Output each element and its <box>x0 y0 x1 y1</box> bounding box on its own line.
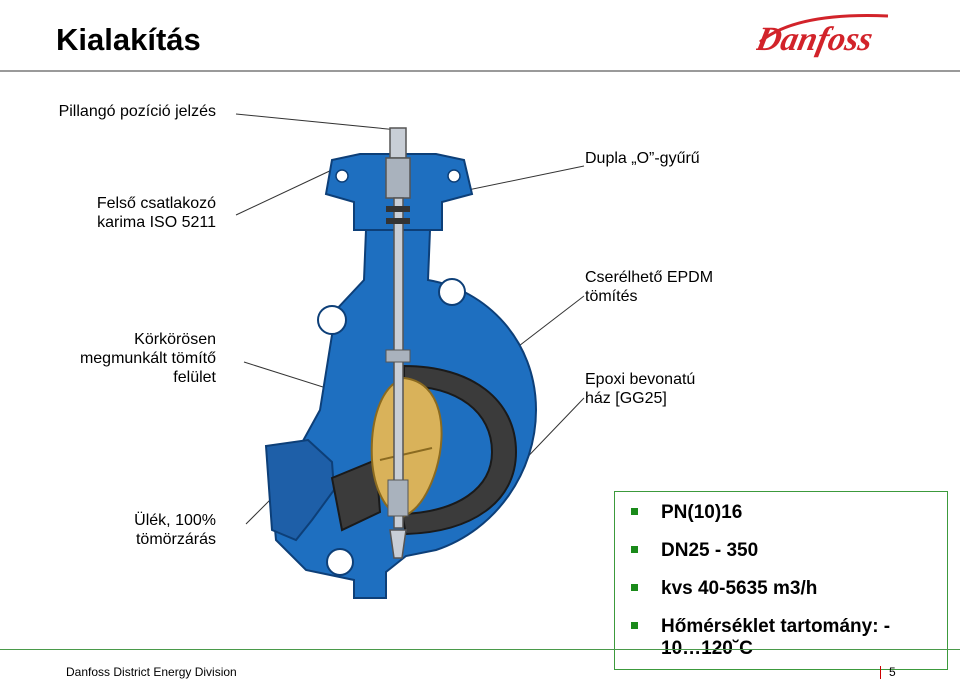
valve-cutaway-illustration <box>264 127 538 599</box>
label-epoxy: Epoxi bevonatú ház [GG25] <box>585 370 785 408</box>
label-line: megmunkált tömítő <box>79 350 216 367</box>
label-epdm: Cserélhető EPDM tömítés <box>585 268 785 306</box>
bullet-icon <box>631 622 638 629</box>
label-line: Felső csatlakozó <box>96 195 216 212</box>
footer-rule <box>0 649 960 650</box>
label-line: felület <box>173 369 216 386</box>
label-top-flange: Felső csatlakozó karima ISO 5211 <box>0 194 216 232</box>
label-line: ház [GG25] <box>585 390 667 407</box>
spec-text: Hőmérséklet tartomány: - 10…120˘C <box>661 616 890 660</box>
label-line: Cserélhető EPDM <box>585 269 714 286</box>
label-line: tömítés <box>585 288 638 305</box>
spec-box: PN(10)16 DN25 - 350 kvs 40-5635 m3/h Hőm… <box>614 491 948 670</box>
page-number: 5 <box>889 665 896 679</box>
label-line: Körkörösen <box>134 331 216 348</box>
spec-text: kvs 40-5635 m3/h <box>661 578 818 599</box>
header-rule <box>0 70 960 72</box>
footer-division: Danfoss District Energy Division <box>66 665 237 679</box>
svg-text:Danfoss: Danfoss <box>756 20 876 58</box>
page-title: Kialakítás <box>56 22 201 57</box>
label-oring: Dupla „O”-gyűrű <box>585 150 700 167</box>
label-butterfly-indicator: Pillangó pozíció jelzés <box>58 103 216 120</box>
spec-text: PN(10)16 <box>661 502 743 523</box>
label-line: Epoxi bevonatú <box>585 371 696 388</box>
bullet-icon <box>631 584 638 591</box>
danfoss-logo: Danfoss <box>756 14 889 58</box>
label-line: karima ISO 5211 <box>97 214 216 231</box>
bullet-icon <box>631 508 638 515</box>
spec-text-line: 10…120˘C <box>661 638 753 659</box>
label-line: Ülék, 100% <box>134 512 216 529</box>
page-separator <box>880 666 881 679</box>
bullet-icon <box>631 546 638 553</box>
spec-text-line: Hőmérséklet tartomány: - <box>661 616 891 637</box>
label-sealing-surface: Körkörösen megmunkált tömítő felület <box>0 330 216 387</box>
spec-text: DN25 - 350 <box>661 540 759 561</box>
label-seat: Ülék, 100% tömörzárás <box>0 511 216 549</box>
label-line: tömörzárás <box>135 531 216 548</box>
